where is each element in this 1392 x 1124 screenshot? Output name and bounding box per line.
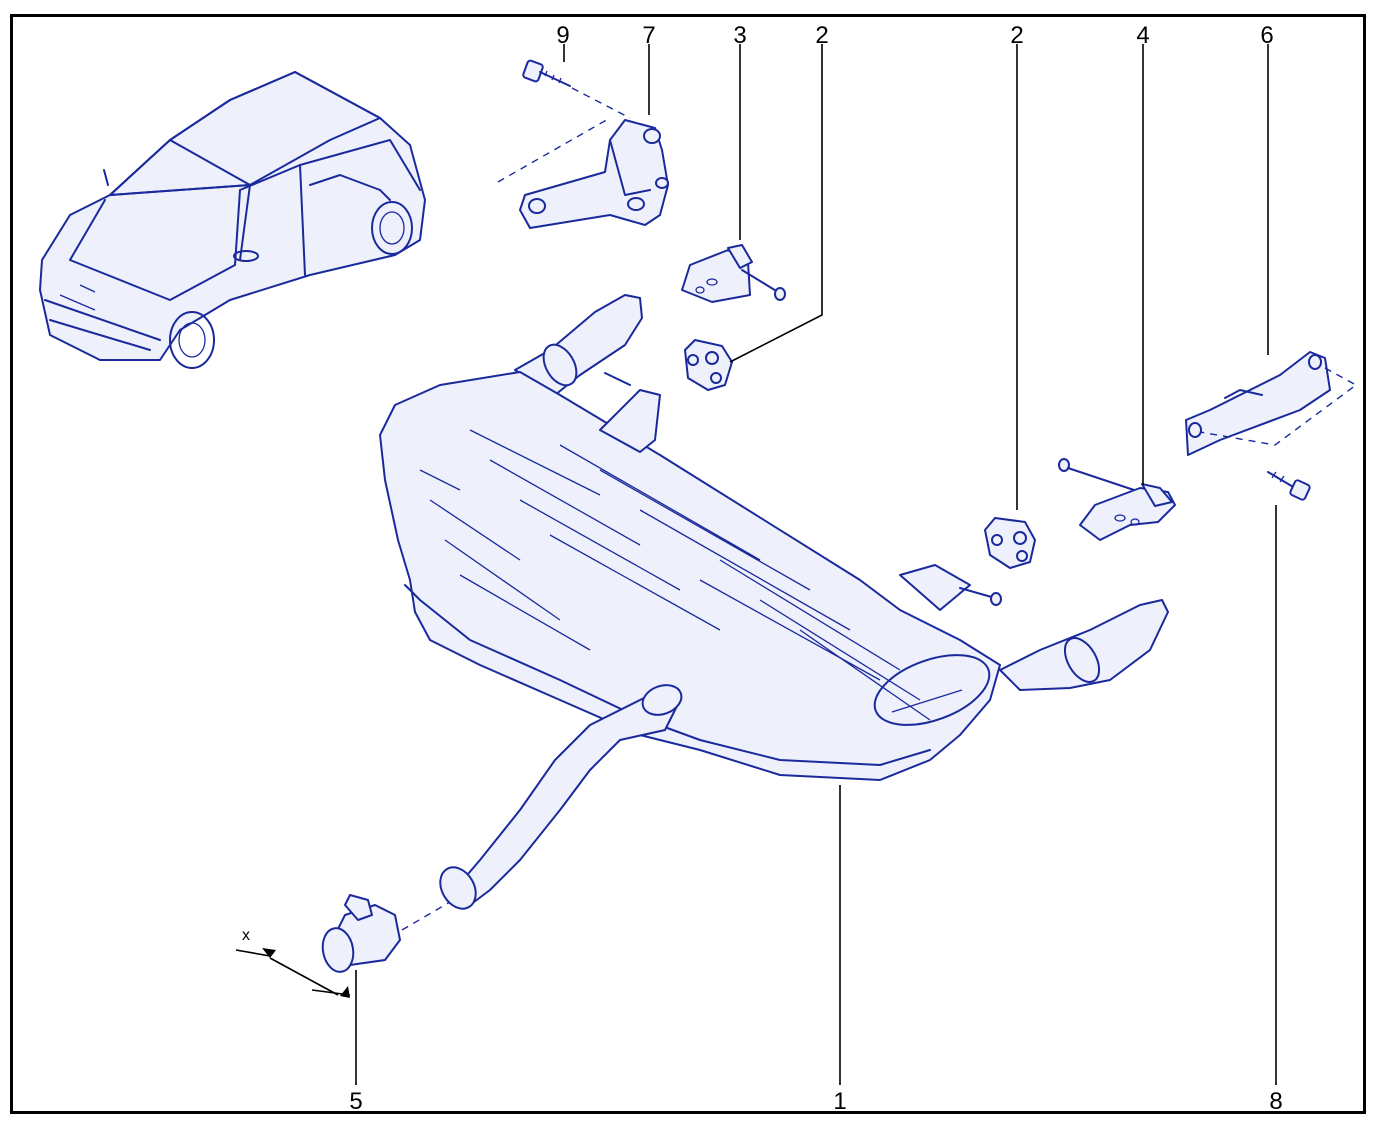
hanger-3-icon xyxy=(681,244,786,303)
callout-4: 4 xyxy=(1136,22,1150,49)
callout-9: 9 xyxy=(556,22,570,49)
rubber-mount-2-right-icon xyxy=(984,517,1036,569)
callout-3: 3 xyxy=(733,22,747,49)
hanger-4-icon xyxy=(1058,458,1176,541)
callout-2-left: 2 xyxy=(815,22,829,49)
leader-lines xyxy=(355,44,1277,1085)
silencer-1-icon xyxy=(379,294,1169,910)
callout-8: 8 xyxy=(1269,1088,1283,1115)
callout-6: 6 xyxy=(1260,22,1274,49)
callout-7: 7 xyxy=(642,22,656,49)
bolt-9-icon xyxy=(522,59,631,119)
bracket-7-icon xyxy=(497,117,669,229)
callout-2-right: 2 xyxy=(1010,22,1024,49)
callout-5: 5 xyxy=(349,1088,363,1115)
dimension-x-label: x xyxy=(242,927,250,944)
clamp-5-icon xyxy=(235,894,451,998)
bolt-8-icon xyxy=(1267,471,1311,501)
bracket-6-icon xyxy=(1185,351,1358,456)
rubber-mount-2-left-icon xyxy=(684,339,733,391)
car-illustration xyxy=(39,71,426,369)
callout-1: 1 xyxy=(833,1088,847,1115)
